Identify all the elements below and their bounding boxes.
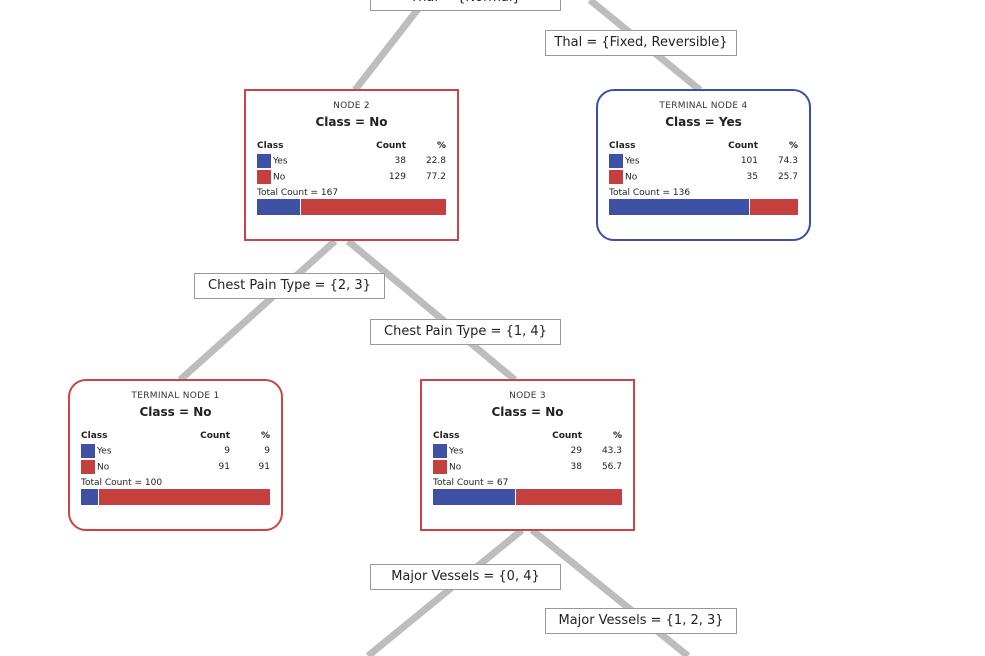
header-class: Class [81,430,108,441]
row-count: 101 [740,156,758,166]
class-table: Class Count% Yes 38 22.8 No 129 77.2 [257,138,446,185]
row-yes: Yes 29 43.3 [433,443,622,459]
bar-no [301,199,446,215]
row-pct: 77.2 [425,172,446,182]
edge [365,527,525,656]
header-count: Count [552,430,582,441]
yes-swatch [81,444,95,458]
terminal-node-4[interactable]: TERMINAL NODE 4 Class = Yes Class Count% … [596,89,811,241]
header-class: Class [433,430,460,441]
row-yes: Yes 101 74.3 [609,153,798,169]
no-swatch [609,170,623,184]
class-bar [433,489,622,505]
row-label: Yes [449,446,464,457]
header-class: Class [257,140,284,151]
node-3[interactable]: NODE 3 Class = No Class Count% Yes 29 43.3 … [420,379,635,531]
row-no: No 91 91 [81,459,270,475]
split-label-thal-normal: Thal = {Normal} [370,0,561,11]
bar-yes [433,489,516,505]
terminal-node-1[interactable]: TERMINAL NODE 1 Class = No Class Count% Y… [68,379,283,531]
node-id: NODE 3 [509,391,546,401]
yes-swatch [257,154,271,168]
edge [352,0,428,93]
yes-swatch [609,154,623,168]
header-count: Count [728,140,758,151]
row-label: Yes [273,156,288,167]
row-no: No 35 25.7 [609,169,798,185]
yes-swatch [433,444,447,458]
header-pct: % [436,140,446,151]
node-class: Class = No [139,405,212,419]
class-table: Class Count% Yes 29 43.3 No 38 56.7 [433,428,622,475]
split-label-thal-fixed-reversible: Thal = {Fixed, Reversible} [545,30,737,56]
edge [529,527,691,656]
node-id: TERMINAL NODE 4 [659,101,748,111]
row-yes: Yes 38 22.8 [257,153,446,169]
row-label: No [449,462,462,473]
total-count: Total Count = 67 [433,478,509,488]
row-pct: 91 [258,462,270,472]
row-label: Yes [97,446,112,457]
row-pct: 25.7 [777,172,798,182]
row-count: 38 [394,156,406,166]
split-label-chest-pain-2-3: Chest Pain Type = {2, 3} [194,273,385,299]
bar-no [750,199,798,215]
class-table: Class Count% Yes 9 9 No 91 91 [81,428,270,475]
node-id: NODE 2 [333,101,370,111]
node-class: Class = No [315,115,388,129]
row-label: Yes [625,156,640,167]
header-class: Class [609,140,636,151]
row-count: 9 [224,446,230,456]
row-count: 29 [570,446,582,456]
class-bar [81,489,270,505]
node-2[interactable]: NODE 2 Class = No Class Count% Yes 38 22.8 … [244,89,459,241]
class-bar [257,199,446,215]
bar-no [99,489,270,505]
split-label-major-vessels-1-2-3: Major Vessels = {1, 2, 3} [545,608,737,634]
row-yes: Yes 9 9 [81,443,270,459]
bar-yes [81,489,99,505]
header-count: Count [376,140,406,151]
row-label: No [97,462,110,473]
no-swatch [433,460,447,474]
bar-yes [257,199,302,215]
row-count: 91 [218,462,230,472]
class-table: Class Count% Yes 101 74.3 No 35 25.7 [609,138,798,185]
header-count: Count [200,430,230,441]
no-swatch [81,460,95,474]
row-no: No 38 56.7 [433,459,622,475]
header-pct: % [260,430,270,441]
bar-no [515,489,622,505]
row-count: 35 [746,172,758,182]
edge [177,238,338,383]
row-label: No [625,172,638,183]
header-pct: % [612,430,622,441]
node-class: Class = No [491,405,564,419]
row-count: 129 [388,172,406,182]
edge [345,238,518,383]
row-pct: 74.3 [777,156,798,166]
row-pct: 22.8 [425,156,446,166]
bar-yes [609,199,751,215]
total-count: Total Count = 100 [81,478,163,488]
split-label-major-vessels-0-4: Major Vessels = {0, 4} [370,564,561,590]
no-swatch [257,170,271,184]
header-pct: % [788,140,798,151]
row-pct: 9 [264,446,270,456]
node-id: TERMINAL NODE 1 [131,391,220,401]
row-label: No [273,172,286,183]
split-label-chest-pain-1-4: Chest Pain Type = {1, 4} [370,319,561,345]
row-no: No 129 77.2 [257,169,446,185]
total-count: Total Count = 167 [257,188,339,198]
class-bar [609,199,798,215]
row-pct: 43.3 [601,446,622,456]
row-count: 38 [570,462,582,472]
total-count: Total Count = 136 [609,188,691,198]
node-class: Class = Yes [665,115,742,129]
row-pct: 56.7 [601,462,622,472]
